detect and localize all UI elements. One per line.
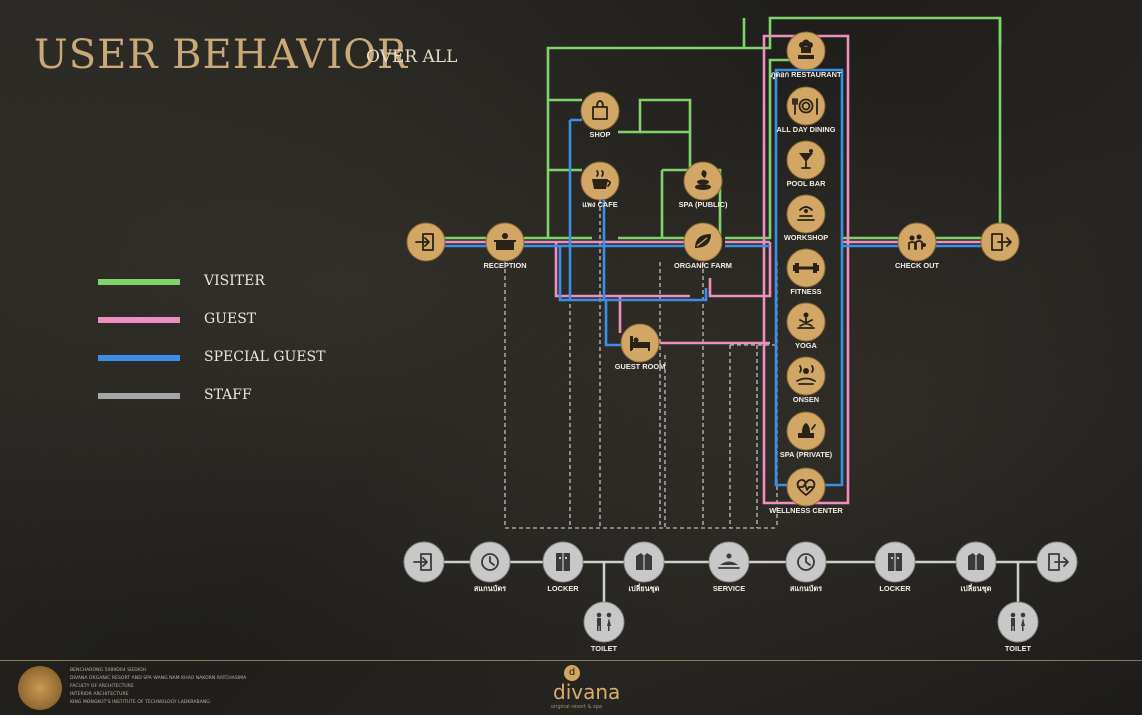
node-staff-locker-1: LOCKER — [543, 542, 583, 593]
node-label: ALL DAY DINING — [777, 125, 836, 134]
node-label: WELLNESS CENTER — [769, 506, 843, 515]
node-label: สแกนบัตร — [474, 584, 506, 593]
node-label: TOILET — [1005, 644, 1032, 653]
node-exit — [981, 223, 1019, 261]
node-label: สแกนบัตร — [790, 584, 822, 593]
node-cafe: แพง CAFE — [581, 162, 619, 209]
locker-icon — [556, 553, 570, 571]
node-label: เปลี่ยนชุด — [629, 582, 660, 593]
node-entrance — [407, 223, 445, 261]
footer-line: INTERIOR ARCHITECTURE — [70, 692, 129, 698]
node-check-out: CHECK OUT — [895, 223, 939, 270]
locker-icon — [888, 553, 902, 571]
flow-nodes: RECEPTION SHOP แพง CAFE SPA (PUBLIC) ORGANIC… — [407, 32, 1019, 515]
node-staff-change-2: เปลี่ยนชุด — [956, 542, 996, 593]
brand-tagline: original resort & spa — [551, 704, 602, 710]
node-circle — [584, 602, 624, 642]
node-staff-toilet-1: TOILET — [584, 602, 624, 653]
route-lines — [444, 18, 1000, 528]
node-staff-clock-out: สแกนบัตร — [786, 542, 826, 593]
route-line — [444, 60, 982, 238]
node-onsen: ONSEN — [787, 357, 825, 404]
node-guest-room: GUEST ROOM — [615, 324, 666, 371]
footer-line: DIVANA ORGANIC RESORT AND SPA WANG NAM K… — [70, 676, 246, 682]
footer-line: FACULTY OF ARCHITECTURE — [70, 684, 134, 690]
node-label: ONSEN — [793, 395, 819, 404]
node-label: FITNESS — [790, 287, 821, 296]
institute-seal-icon — [18, 666, 62, 710]
node-yoga: YOGA — [787, 303, 825, 350]
node-label: GUEST ROOM — [615, 362, 666, 371]
node-label: ภูดอก RESTAURANT — [770, 70, 841, 80]
node-circle — [581, 92, 619, 130]
node-label: LOCKER — [879, 584, 911, 593]
node-label: SPA (PRIVATE) — [780, 450, 833, 459]
node-pool-bar: POOL BAR — [787, 141, 827, 188]
node-staff-toilet-2: TOILET — [998, 602, 1038, 653]
node-label: RECEPTION — [483, 261, 526, 270]
node-label: SHOP — [590, 130, 611, 139]
node-circle — [787, 87, 825, 125]
node-shop: SHOP — [581, 92, 619, 139]
node-wellness-center: WELLNESS CENTER — [769, 468, 843, 515]
node-staff-locker-2: LOCKER — [875, 542, 915, 593]
node-staff-clock-in: สแกนบัตร — [470, 542, 510, 593]
node-label: เปลี่ยนชุด — [961, 582, 992, 593]
node-label: แพง CAFE — [582, 200, 617, 209]
node-fitness: FITNESS — [787, 249, 825, 296]
route-line — [570, 120, 582, 300]
node-label: POOL BAR — [787, 179, 827, 188]
route-line — [744, 18, 1000, 48]
node-reception: RECEPTION — [483, 223, 526, 270]
route-line — [556, 242, 770, 343]
node-staff-service: SERVICE — [709, 542, 749, 593]
footer-line: BENCHARONG 5089D04 SIEDIOH — [70, 668, 146, 674]
node-staff-change-1: เปลี่ยนชุด — [624, 542, 664, 593]
brand-name: divana — [553, 680, 620, 704]
node-circle — [787, 195, 825, 233]
brand-logo-mark: d — [564, 665, 580, 681]
node-circle — [787, 357, 825, 395]
node-label: SPA (PUBLIC) — [679, 200, 728, 209]
node-label: TOILET — [591, 644, 618, 653]
node-label: WORKSHOP — [784, 233, 828, 242]
node-restaurant: ภูดอก RESTAURANT — [770, 32, 841, 80]
node-label: SERVICE — [713, 584, 745, 593]
node-spa-private: SPA (PRIVATE) — [780, 412, 833, 459]
node-workshop: WORKSHOP — [784, 195, 828, 242]
footer-divider — [0, 660, 1142, 661]
node-label: LOCKER — [547, 584, 579, 593]
staff-flow: สแกนบัตร LOCKER เปลี่ยนชุด SERVICE สแกนบัตร L… — [404, 542, 1077, 653]
footer-line: KING MONGKUT'S INSTITUTE OF TECHNOLOGY L… — [70, 700, 210, 706]
node-circle — [998, 602, 1038, 642]
node-label: YOGA — [795, 341, 817, 350]
node-staff-exit — [1037, 542, 1077, 582]
node-staff-enter — [404, 542, 444, 582]
node-label: CHECK OUT — [895, 261, 939, 270]
node-label: ORGANIC FARM — [674, 261, 732, 270]
node-all-day-dining: ALL DAY DINING — [777, 87, 836, 134]
